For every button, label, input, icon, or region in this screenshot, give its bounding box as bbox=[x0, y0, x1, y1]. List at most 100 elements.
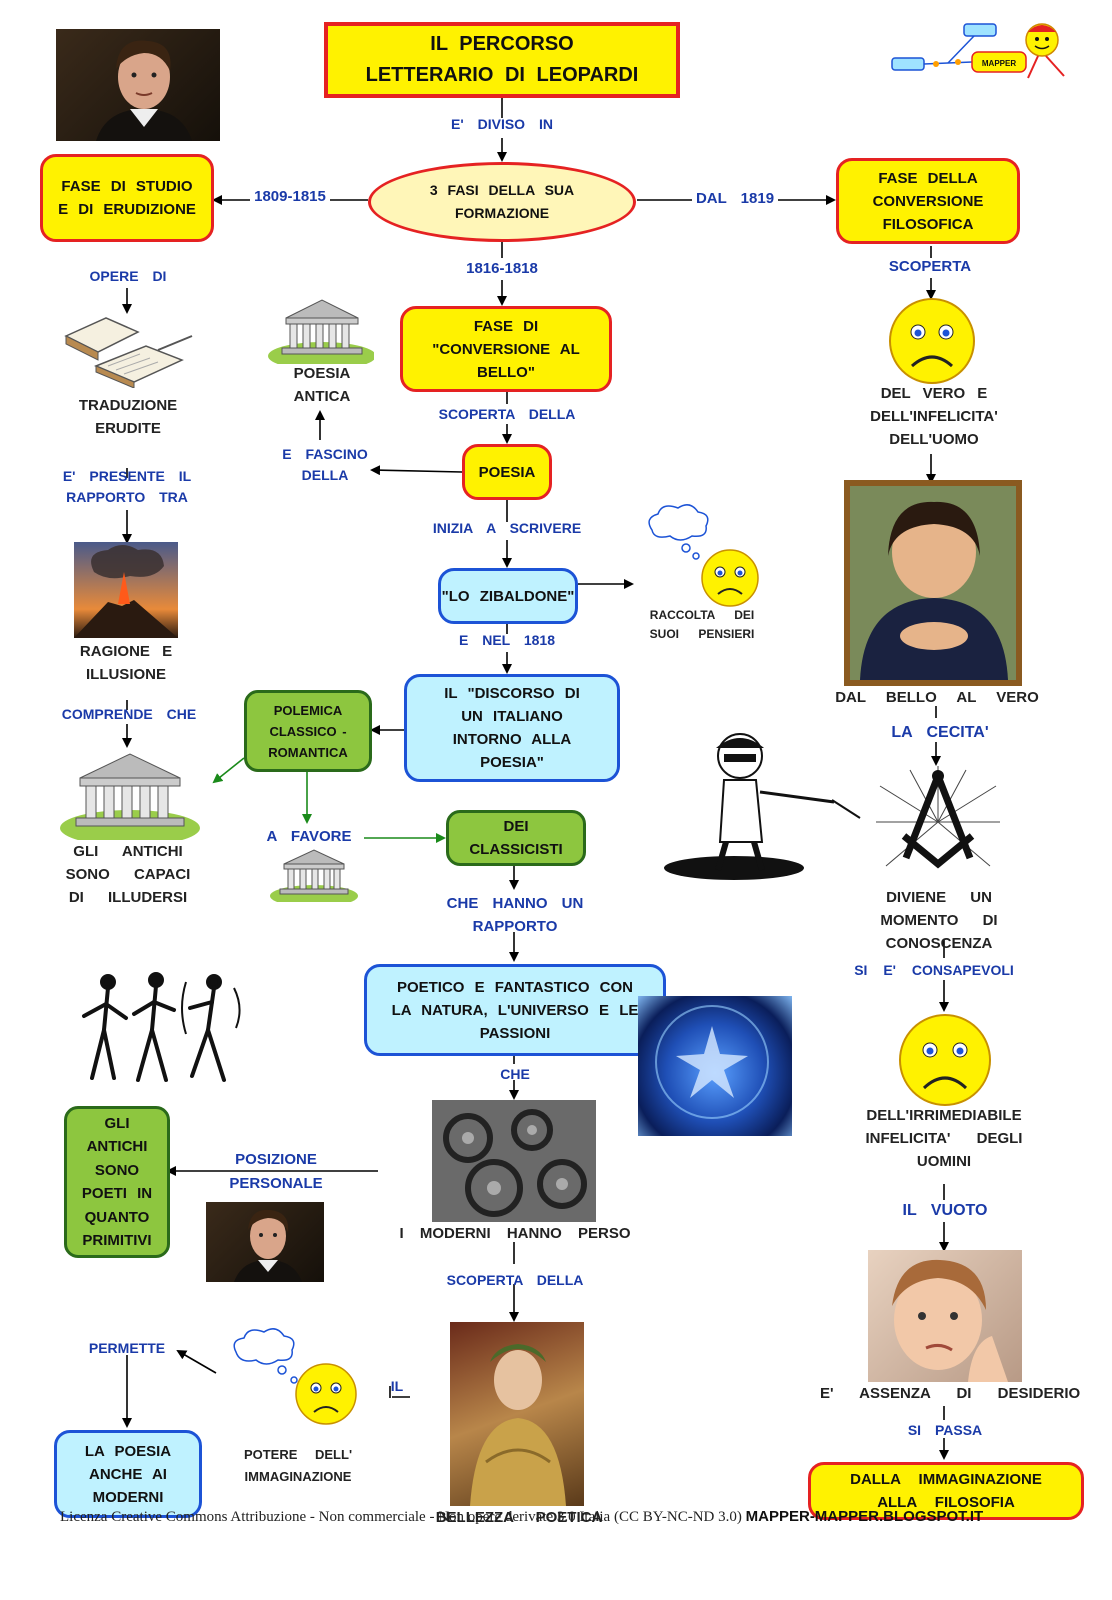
thinking-sad-face-icon bbox=[648, 504, 759, 607]
title-line: IL PERCORSO bbox=[430, 33, 574, 55]
node-text: POLEMICA CLASSICO - ROMANTICA bbox=[268, 702, 348, 760]
node-antichi-poeti: GLI ANTICHI SONO POETI IN QUANTO PRIMITI… bbox=[64, 1106, 170, 1258]
text-bellezza: BELLEZZA POETICA bbox=[435, 1509, 603, 1526]
node-3-fasi: 3 FASI DELLA SUA FORMAZIONE bbox=[368, 162, 636, 242]
portrait-icon bbox=[234, 1209, 302, 1282]
portrait-icon bbox=[96, 40, 192, 141]
node-text: GLI ANTICHI SONO POETI IN QUANTO PRIMITI… bbox=[81, 1114, 153, 1250]
globe-star-icon bbox=[655, 1005, 769, 1119]
text-del-vero: DEL VERO E DELL'INFELICITA' DELL'UOMO bbox=[870, 385, 998, 448]
primitive-figures-image bbox=[74, 968, 246, 1092]
label-che: CHE bbox=[500, 1066, 530, 1082]
thought-image bbox=[640, 500, 770, 610]
thinking-sad-face-icon bbox=[233, 1328, 357, 1425]
node-text: FASE DI STUDIO E DI ERUDIZIONE bbox=[58, 178, 196, 218]
label-presente: E' PRESENTE IL RAPPORTO TRA bbox=[62, 468, 192, 505]
label-years-1809: 1809-1815 bbox=[254, 188, 326, 205]
volcano-image bbox=[74, 542, 178, 638]
label-fascino: E FASCINO DELLA bbox=[282, 446, 368, 483]
node-fase-conversione: FASE DELLA CONVERSIONE FILOSOFICA bbox=[836, 158, 1020, 244]
node-polemica: POLEMICA CLASSICO - ROMANTICA bbox=[244, 690, 372, 772]
label-a-favore: A FAVORE bbox=[266, 828, 352, 845]
green-arrow bbox=[212, 757, 245, 784]
title-line: LETTERARIO DI LEOPARDI bbox=[365, 64, 639, 86]
map-title: IL PERCORSO LETTERARIO DI LEOPARDI bbox=[324, 22, 680, 98]
label-scoperta-della: SCOPERTA DELLA bbox=[438, 406, 576, 422]
node-fase-bello: FASE DI "CONVERSIONE AL BELLO" bbox=[400, 306, 612, 392]
label-scoperta: SCOPERTA bbox=[888, 258, 972, 275]
temple-large-image bbox=[58, 750, 202, 846]
bored-child-icon bbox=[892, 1259, 1008, 1382]
bored-child-image bbox=[868, 1250, 1022, 1382]
node-text: "LO ZIBALDONE" bbox=[441, 587, 575, 605]
leopardi-portrait-small bbox=[206, 1202, 324, 1282]
thought-image-2 bbox=[232, 1326, 366, 1428]
text-dal-bello: DAL BELLO AL VERO bbox=[835, 689, 1039, 706]
volcano-icon bbox=[74, 545, 178, 638]
temple-icon bbox=[268, 299, 376, 370]
text-assenza: E' ASSENZA DI DESIDERIO bbox=[820, 1385, 1081, 1402]
mapper-logo-icon: MAPPER bbox=[891, 23, 1065, 79]
sad-face-image-2 bbox=[896, 1012, 994, 1108]
mapper-logo: MAPPER bbox=[888, 18, 1078, 90]
mona-lisa-icon bbox=[850, 486, 1016, 680]
node-text: DALLA IMMAGINAZIONE ALLA FILOSOFIA bbox=[850, 1471, 1042, 1511]
node-text: FASE DELLA CONVERSIONE FILOSOFICA bbox=[872, 169, 984, 233]
gears-icon bbox=[432, 1100, 596, 1222]
label-dal-1819: DAL 1819 bbox=[695, 190, 775, 207]
node-text: POETICO E FANTASTICO CON LA NATURA, L'UN… bbox=[391, 978, 639, 1042]
node-text: DEI CLASSICISTI bbox=[469, 818, 563, 858]
text-irrimediabile: DELL'IRRIMEDIABILE INFELICITA' DEGLI UOM… bbox=[865, 1107, 1023, 1170]
sad-face-icon bbox=[889, 298, 975, 384]
label-comprende: COMPRENDE CHE bbox=[61, 706, 197, 722]
leopardi-portrait bbox=[56, 29, 220, 141]
node-discorso: IL "DISCORSO DI UN ITALIANO INTORNO ALLA… bbox=[404, 674, 620, 782]
node-dalla-immaginazione: DALLA IMMAGINAZIONE ALLA FILOSOFIA bbox=[808, 1462, 1084, 1520]
label-permette: PERMETTE bbox=[88, 1340, 166, 1356]
text-diviene: DIVIENE UN MOMENTO DI CONOSCENZA bbox=[880, 889, 998, 952]
compass-square-icon bbox=[876, 766, 1000, 869]
node-poesia: POESIA bbox=[462, 444, 552, 500]
label-inizia-scrivere: INIZIA A SCRIVERE bbox=[432, 520, 582, 536]
text-ragione: RAGIONE E ILLUSIONE bbox=[79, 643, 173, 683]
label-cecita: LA CECITA' bbox=[891, 724, 989, 741]
gears-image bbox=[432, 1100, 596, 1222]
blind-man-image bbox=[664, 722, 864, 882]
label-si-passa: SI PASSA bbox=[907, 1422, 983, 1438]
text-gli-antichi: GLI ANTICHI SONO CAPACI DI ILLUDERSI bbox=[65, 843, 191, 906]
primitive-hunters-icon bbox=[82, 972, 241, 1082]
painting-image bbox=[844, 480, 1022, 686]
label-diviso-in: E' DIVISO IN bbox=[451, 116, 553, 132]
node-text: LA POESIA ANCHE AI MODERNI bbox=[84, 1442, 172, 1506]
label-l: IL bbox=[390, 1378, 404, 1394]
blind-man-icon bbox=[664, 733, 861, 880]
footer-site-link[interactable]: MAPPER-MAPPER.BLOGSPOT.IT bbox=[745, 1508, 984, 1525]
node-zibaldone: "LO ZIBALDONE" bbox=[438, 568, 578, 624]
footer-license: Licenza Creative Commons Attribuzione - … bbox=[60, 1509, 742, 1525]
node-poetico: POETICO E FANTASTICO CON LA NATURA, L'UN… bbox=[364, 964, 666, 1056]
woman-painting-icon bbox=[470, 1344, 566, 1506]
temple-icon bbox=[60, 753, 200, 846]
arrow bbox=[370, 465, 463, 476]
bellezza-image bbox=[450, 1322, 584, 1506]
footer: Licenza Creative Commons Attribuzione - … bbox=[60, 1508, 983, 1526]
node-text: IL "DISCORSO DI UN ITALIANO INTORNO ALLA… bbox=[444, 685, 580, 771]
label-che-hanno: CHE HANNO UN RAPPORTO bbox=[446, 895, 584, 935]
label-vuoto: IL VUOTO bbox=[902, 1202, 988, 1219]
node-text: FASE DI "CONVERSIONE AL BELLO" bbox=[432, 317, 580, 381]
label-years-1816: 1816-1818 bbox=[466, 260, 538, 277]
open-books-icon bbox=[64, 317, 193, 389]
arrow bbox=[176, 1349, 217, 1374]
label-nel-1818: E NEL 1818 bbox=[458, 632, 555, 648]
logo-text: MAPPER bbox=[982, 59, 1016, 68]
node-text: POESIA bbox=[478, 463, 536, 481]
text-potere: POTERE DELL' IMMAGINAZIONE bbox=[243, 1447, 353, 1484]
label-opere-di: OPERE DI bbox=[89, 268, 167, 284]
text-traduzione: TRADUZIONE ERUDITE bbox=[78, 397, 178, 437]
books-image bbox=[60, 310, 196, 389]
compass-image bbox=[876, 766, 1000, 878]
temple-image bbox=[266, 296, 376, 370]
label-posizione: POSIZIONE PERSONALE bbox=[229, 1151, 323, 1192]
node-text: 3 FASI DELLA SUA FORMAZIONE bbox=[429, 182, 575, 221]
